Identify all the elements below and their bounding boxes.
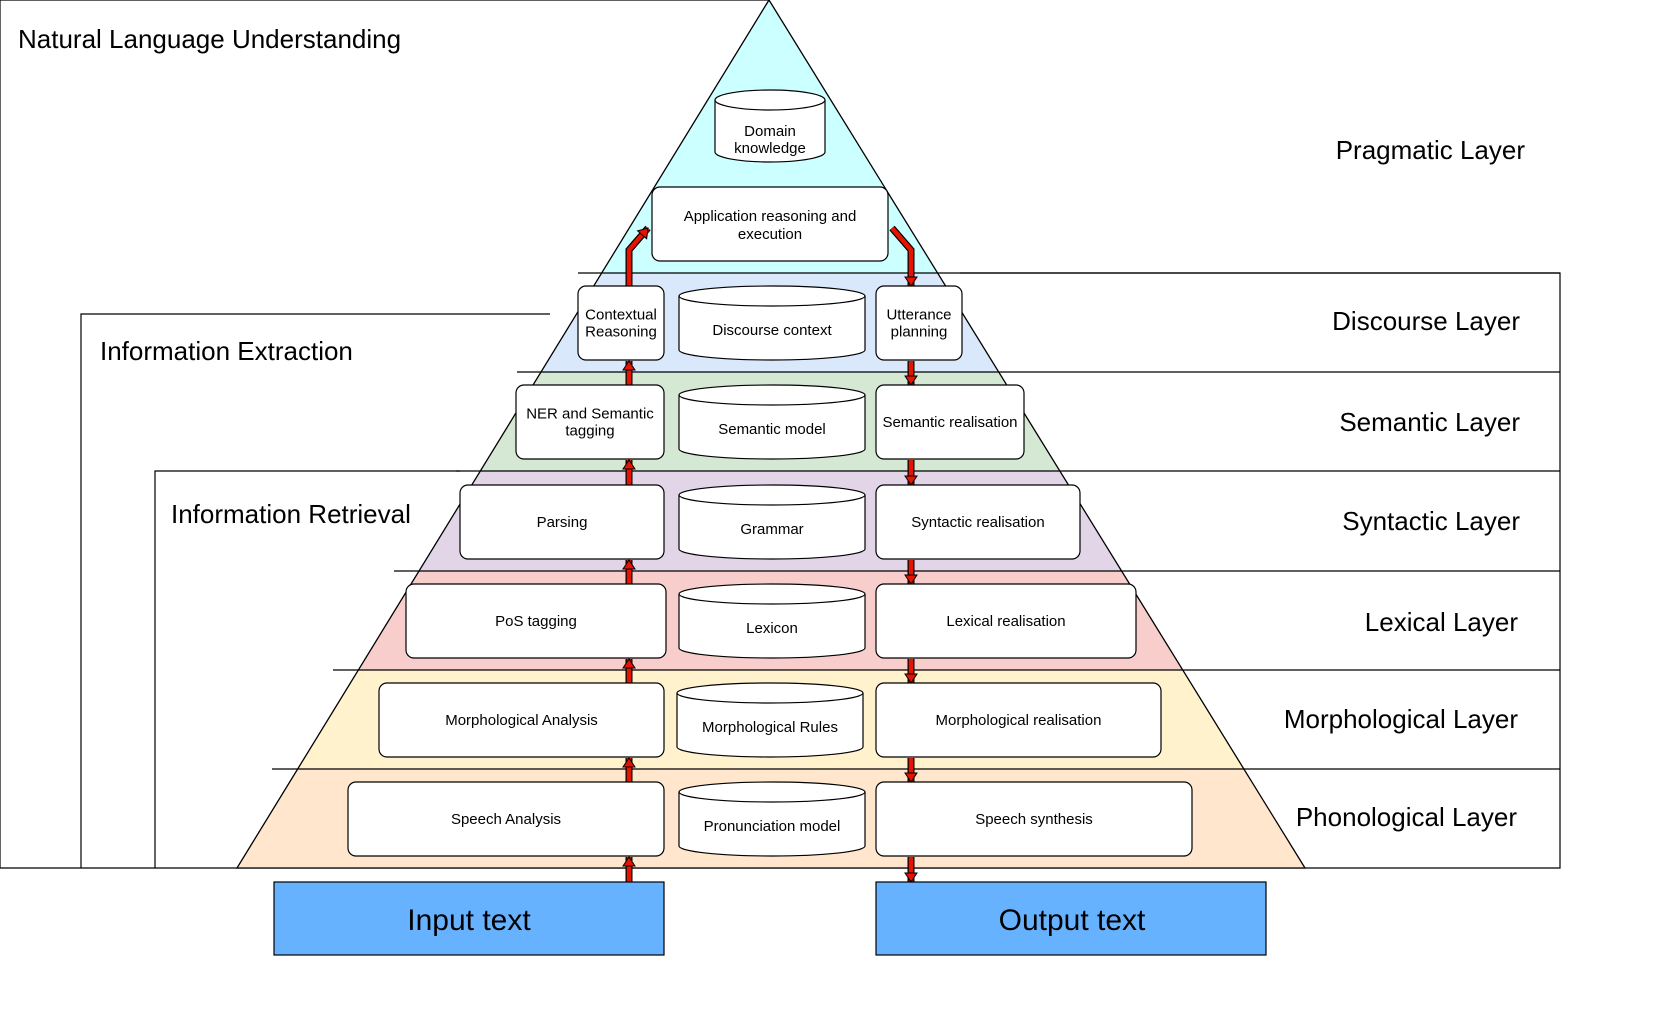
process-box-syntactic-realisation: Syntactic realisation: [875, 484, 1081, 560]
process-box-pos-tagging: PoS tagging: [405, 583, 667, 659]
output-box-rect: [875, 881, 1267, 956]
down-arrow-3: [904, 460, 918, 486]
process-box-morphological-analysis: Morphological Analysis: [378, 682, 665, 758]
pyramid-outline: [235, 0, 1307, 869]
layer-label-semantic: Semantic Layer: [1339, 407, 1520, 437]
store-pronunciation-model-label: Pronunciation model: [704, 818, 841, 835]
down-arrow-7: [904, 857, 918, 883]
up-arrow-4: [622, 559, 636, 584]
store-semantic-model: Semantic model: [678, 384, 866, 460]
layer-label-lexical: Lexical Layer: [1365, 607, 1519, 637]
store-discourse-context-label: Discourse context: [712, 322, 832, 339]
process-box-contextual-reasoning-label: Reasoning: [585, 324, 657, 341]
layer-separators: [272, 272, 1560, 770]
ir-frame: [154, 470, 460, 868]
store-label-line-1: Domain: [744, 123, 796, 140]
layer-label-pragmatic: Pragmatic Layer: [1336, 135, 1526, 165]
store-label-line-2: knowledge: [734, 140, 806, 157]
down-arrow-6: [904, 758, 918, 783]
store-discourse-context: Discourse context: [678, 285, 866, 361]
nlu-label: Natural Language Understanding: [18, 24, 401, 54]
process-box-ner-and-semantic-tagging-label: tagging: [565, 423, 614, 440]
output-text-label: Output text: [999, 904, 1146, 937]
up-arrow-3: [622, 658, 636, 683]
layer-label-discourse: Discourse Layer: [1332, 306, 1520, 336]
process-box-lexical-realisation-label: Lexical realisation: [946, 613, 1065, 630]
input-text-box: Input text: [273, 881, 665, 956]
store-grammar: Grammar: [678, 484, 866, 560]
process-box-utterance-planning-label: planning: [891, 324, 948, 341]
layer-label-morphological: Morphological Layer: [1284, 704, 1518, 734]
down-arrow-1: [889, 225, 918, 287]
up-arrow-5: [622, 459, 636, 485]
store-morphological-rules-label: Morphological Rules: [702, 719, 838, 736]
down-arrow-2: [904, 361, 918, 386]
input-text-label: Input text: [407, 904, 531, 937]
input-box-rect: [273, 881, 665, 956]
layer-labels: Pragmatic Layer Discourse Layer Semantic…: [1284, 135, 1525, 832]
layer-label-phonological: Phonological Layer: [1296, 802, 1517, 832]
up-arrow-6: [622, 360, 636, 385]
domain-knowledge-store: Domain knowledge: [714, 89, 826, 163]
process-box-speech-synthesis: Speech synthesis: [875, 781, 1193, 857]
process-box-morphological-realisation-label: Morphological realisation: [936, 712, 1102, 729]
process-box-morphological-analysis-label: Morphological Analysis: [445, 712, 598, 729]
ie-label: Information Extraction: [100, 336, 353, 366]
flow-arrows: [622, 225, 918, 883]
store-lexicon-label: Lexicon: [746, 620, 798, 637]
process-box-speech-analysis: Speech Analysis: [347, 781, 665, 857]
store-pronunciation-model: Pronunciation model: [678, 781, 866, 857]
layer-label-syntactic: Syntactic Layer: [1342, 506, 1520, 536]
ie-frame: [80, 313, 550, 868]
up-arrow-2: [622, 757, 636, 782]
output-text-box: Output text: [875, 881, 1267, 956]
store-semantic-model-label: Semantic model: [718, 421, 826, 438]
process-box-semantic-realisation-label: Semantic realisation: [882, 414, 1017, 431]
store-grammar-label: Grammar: [740, 521, 803, 538]
process-box-lexical-realisation: Lexical realisation: [875, 583, 1137, 659]
down-arrow-5: [904, 659, 918, 684]
process-box-semantic-realisation: Semantic realisation: [875, 384, 1025, 460]
process-label-line-1: Application reasoning and: [684, 208, 857, 225]
process-box-pos-tagging-label: PoS tagging: [495, 613, 577, 630]
up-arrow-7: [625, 225, 651, 286]
process-box-morphological-realisation: Morphological realisation: [875, 682, 1162, 758]
store-morphological-rules: Morphological Rules: [676, 682, 864, 758]
process-box-syntactic-realisation-label: Syntactic realisation: [911, 514, 1044, 531]
process-box-ner-and-semantic-tagging-label: NER and Semantic: [526, 406, 654, 423]
process-label-line-2: execution: [738, 226, 802, 243]
process-box-parsing: Parsing: [459, 484, 665, 560]
process-box-speech-analysis-label: Speech Analysis: [451, 811, 561, 828]
store-lexicon: Lexicon: [678, 583, 866, 659]
up-arrow-1: [622, 856, 636, 882]
application-reasoning-box: Application reasoning and execution: [651, 186, 889, 262]
ir-label: Information Retrieval: [171, 499, 411, 529]
process-box-speech-synthesis-label: Speech synthesis: [975, 811, 1093, 828]
process-box-parsing-label: Parsing: [537, 514, 588, 531]
process-box-contextual-reasoning-label: Contextual: [585, 307, 657, 324]
down-arrow-4: [904, 560, 918, 585]
process-box-utterance-planning-label: Utterance: [886, 307, 951, 324]
